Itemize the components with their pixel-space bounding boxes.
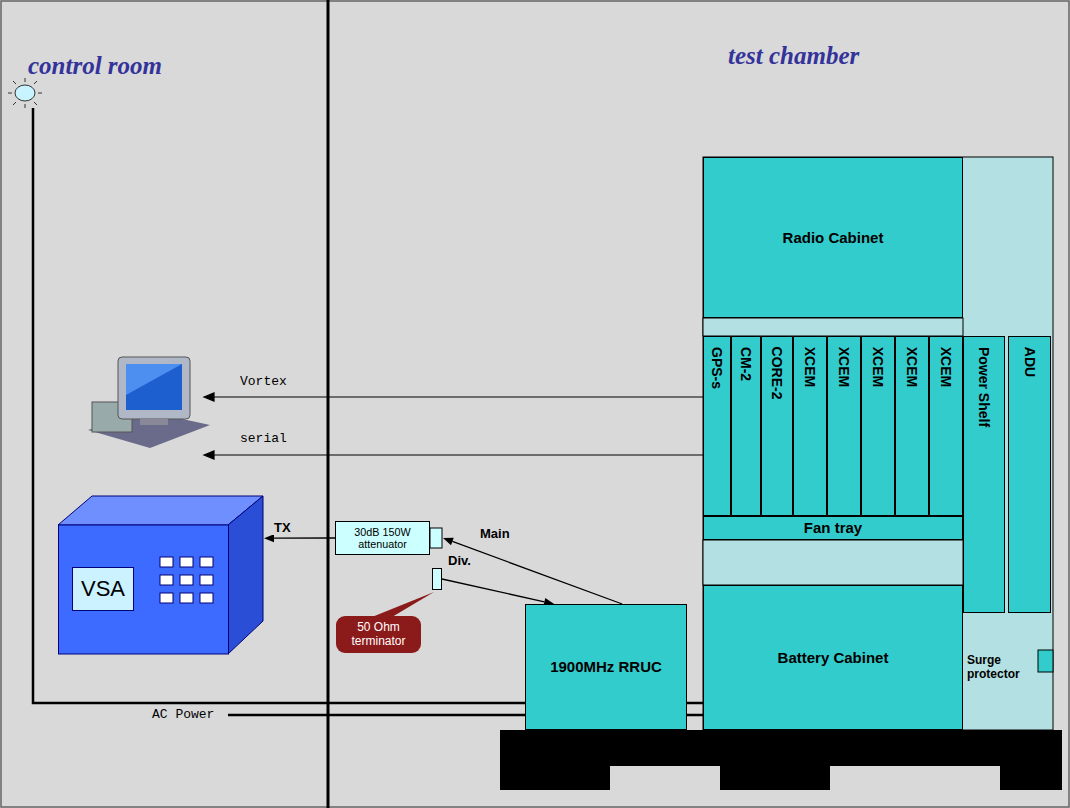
node-label: Fan tray — [800, 517, 866, 538]
node-label: CM-2 — [738, 347, 754, 381]
edge-label: TX — [272, 520, 293, 535]
node-label: Battery Cabinet — [774, 647, 893, 668]
room-wall — [327, 0, 330, 808]
edge-label: Div. — [446, 553, 473, 568]
signal-wire — [204, 393, 703, 459]
surge-region: Surge protector — [963, 613, 1053, 730]
node-label: XCEM — [836, 347, 852, 387]
signal-name: AC Power — [150, 707, 216, 722]
node-label: test chamber — [728, 42, 859, 70]
card-slot: CM-2 — [731, 336, 761, 516]
node-label: XCEM — [870, 347, 886, 387]
edge-label: Main — [478, 526, 512, 541]
node-label: 30dB 150W attenuator — [336, 524, 429, 553]
signal-name: Vortex — [238, 374, 289, 389]
node-label: GPS-s — [709, 347, 725, 389]
lamp-icon — [8, 78, 42, 108]
cabinet-frame — [703, 157, 1053, 730]
instrument-box: VSA — [58, 495, 264, 655]
connector-stub — [430, 528, 442, 548]
node-label: Surge protector — [967, 653, 1031, 681]
signal-arrow — [442, 579, 554, 606]
room-region: control roomVSA — [0, 0, 327, 808]
card-slot: XCEM — [793, 336, 827, 516]
node-label: CORE-2 — [769, 347, 785, 400]
signal-arrow — [264, 534, 335, 542]
room-region: test chamberRadio CabinetGPS-s CM-2 CORE-2… — [330, 0, 1070, 808]
shelf-box: ADU — [1008, 336, 1051, 613]
computer-icon — [88, 357, 210, 448]
node-label: 1900MHz RRUC — [546, 656, 666, 677]
tray-box: Fan tray — [703, 516, 963, 540]
surge-box — [1038, 650, 1053, 672]
cabinet-box: Battery Cabinet — [703, 585, 963, 730]
node-label: XCEM — [802, 347, 818, 387]
card-slot: GPS-s — [703, 336, 731, 516]
node-label: 50 Ohm terminator — [336, 616, 421, 653]
node-label: Power Shelf — [976, 347, 992, 427]
card-slot: XCEM — [861, 336, 895, 516]
card-slot: XCEM — [827, 336, 861, 516]
signal-name: serial — [238, 431, 289, 446]
radio-unit-box: 1900MHz RRUC — [525, 604, 687, 730]
node-label: ADU — [1022, 347, 1038, 377]
pallet — [500, 730, 1062, 790]
attenuator-box: 30dB 150W attenuator — [335, 521, 430, 555]
node-label: control room — [28, 52, 162, 80]
signal-arrow — [443, 538, 622, 604]
card-slot: CORE-2 — [761, 336, 793, 516]
callout-pointer — [372, 592, 434, 617]
node-label: XCEM — [904, 347, 920, 387]
card-slot: XCEM — [895, 336, 929, 516]
cabinet-box: Radio Cabinet — [703, 157, 963, 318]
terminator-stub: 50 Ohm terminator — [432, 568, 442, 590]
node-label: Radio Cabinet — [779, 227, 888, 248]
node-label: VSA — [72, 567, 134, 611]
card-slot: XCEM — [929, 336, 963, 516]
shelf-box: Power Shelf — [963, 336, 1005, 613]
node-label: XCEM — [938, 347, 954, 387]
